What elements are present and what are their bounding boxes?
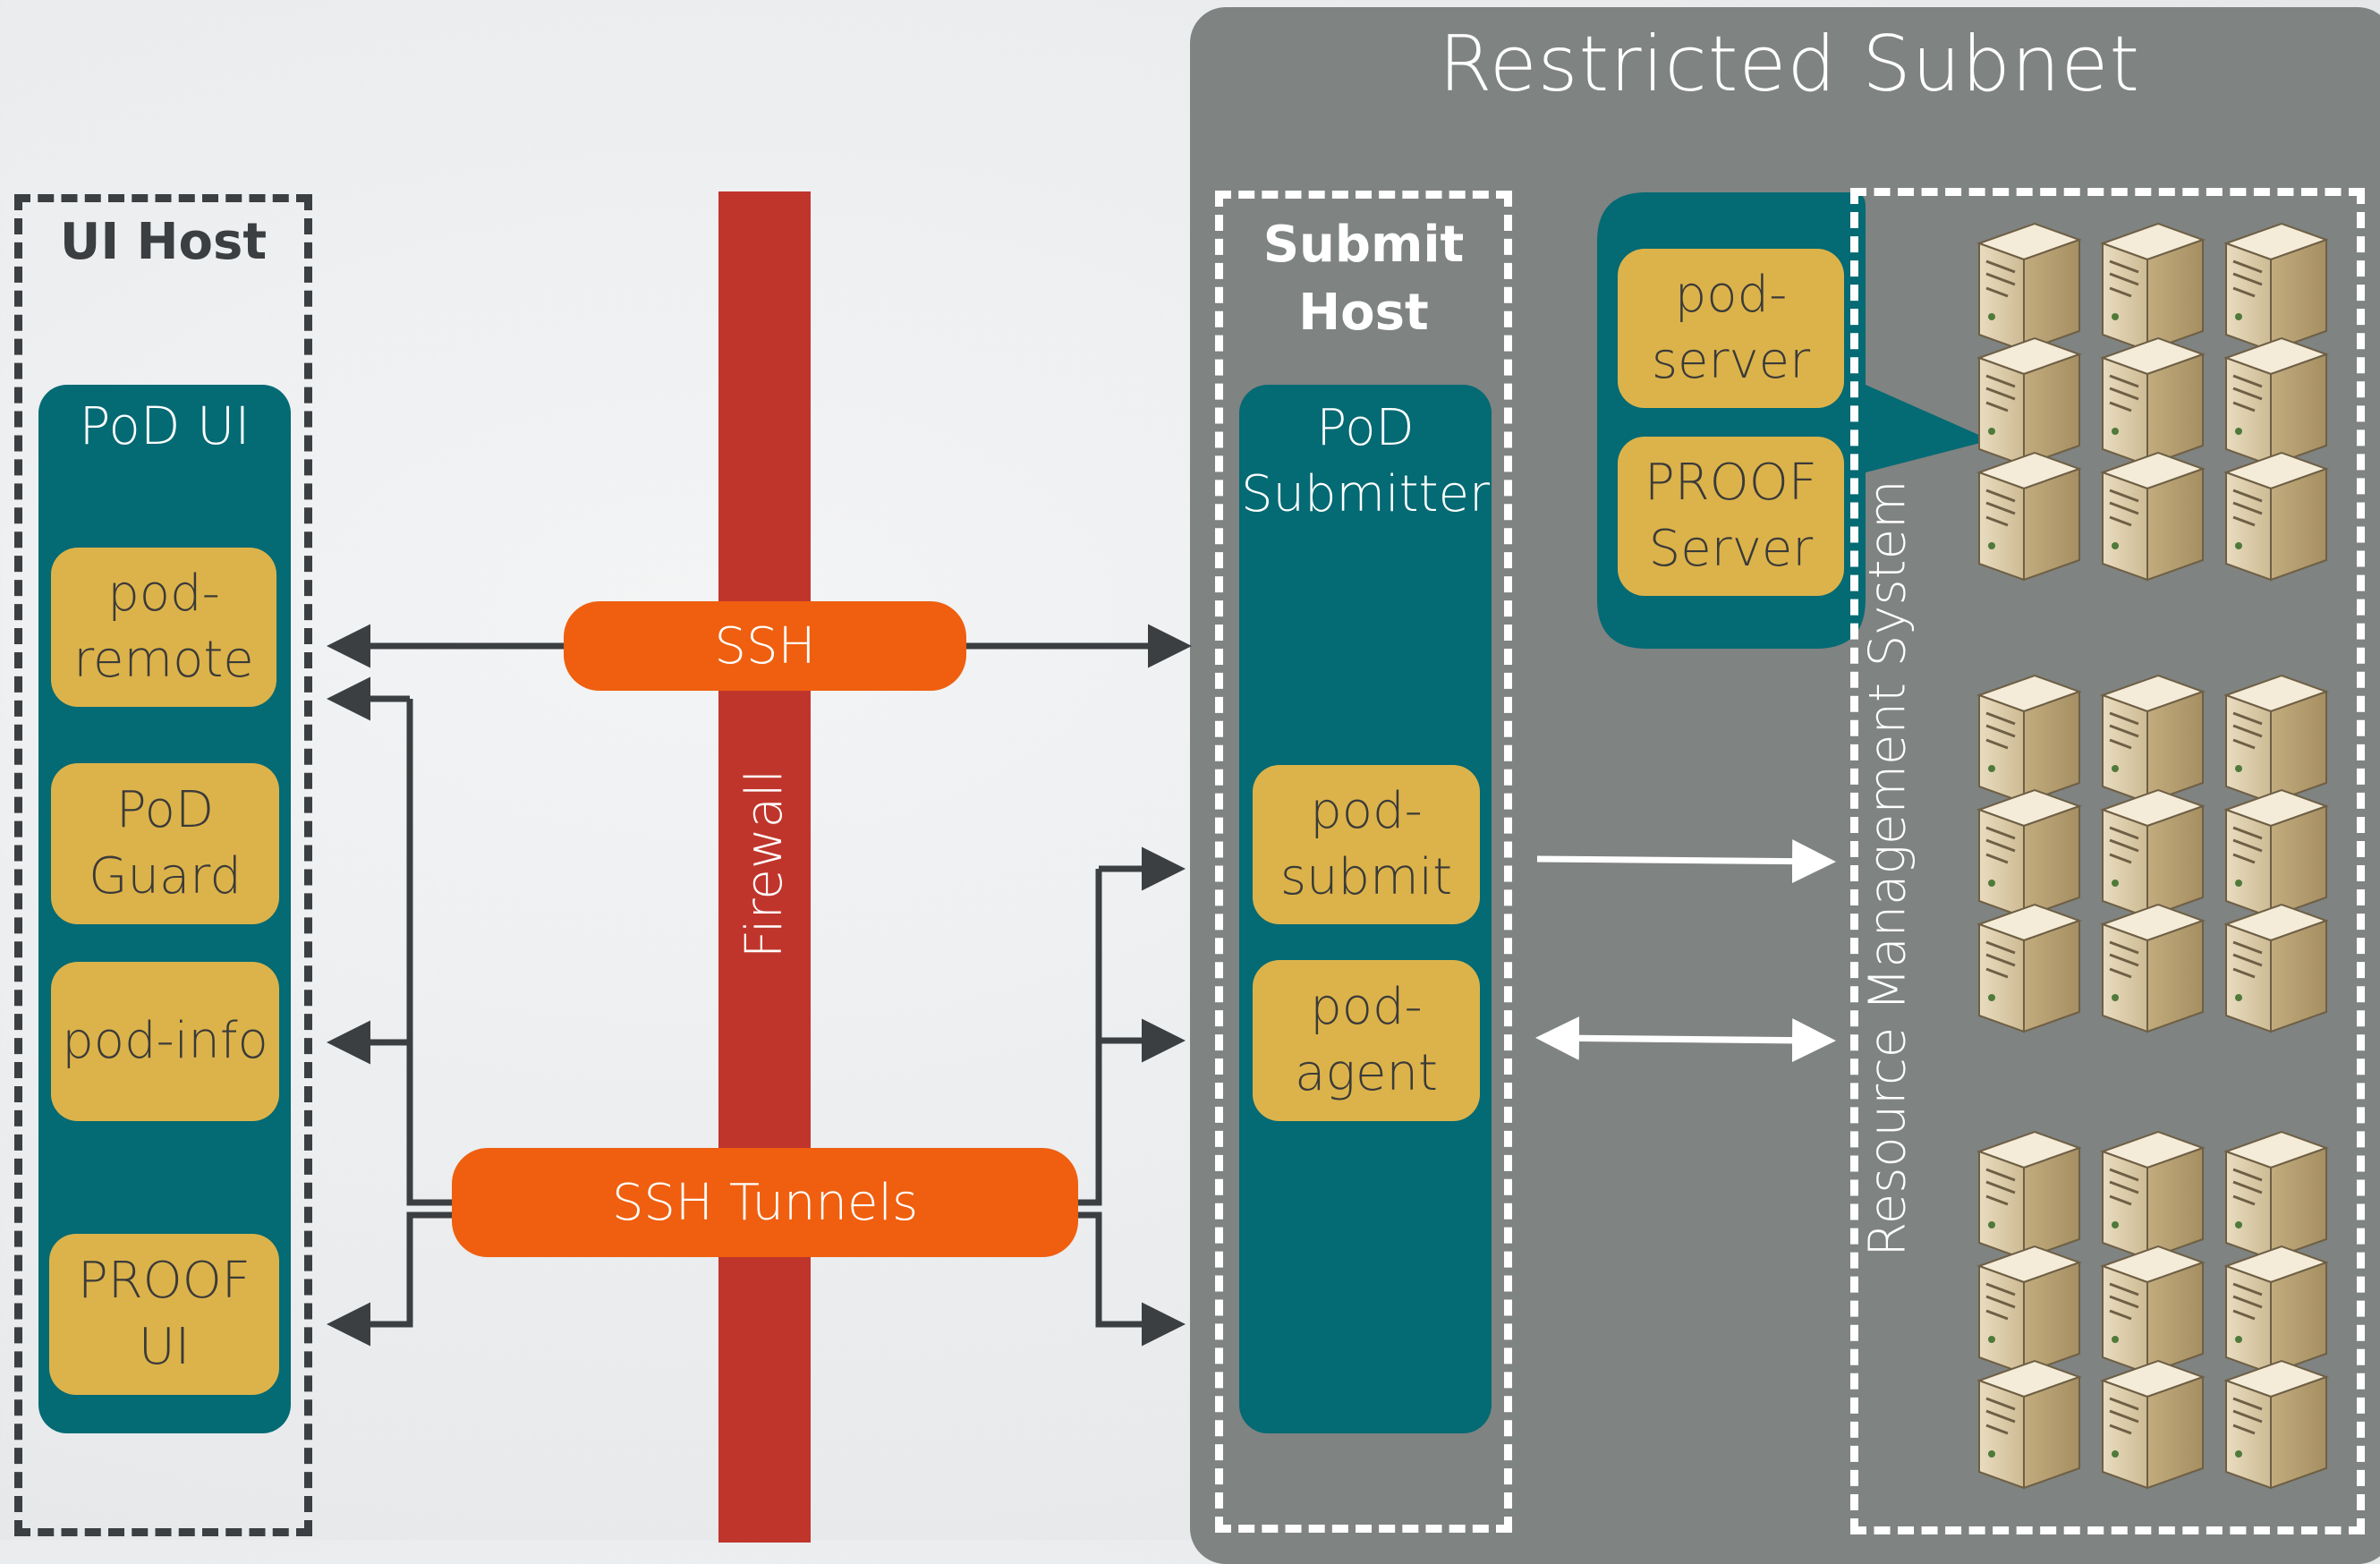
server-tower-icon [2101, 222, 2205, 353]
server-tower-icon [1977, 903, 2081, 1033]
firewall-bar [718, 191, 811, 1543]
ssh-tunnels-pill: SSH Tunnels [452, 1148, 1078, 1257]
server-grid [1977, 222, 2328, 1490]
tunnel-right-trunk [1074, 869, 1102, 1206]
server-tower-icon [1977, 1359, 2081, 1490]
rms-box [1850, 188, 2365, 1534]
server-tower-icon [1977, 1130, 2081, 1261]
pod-ui-title: PoD UI [79, 395, 251, 456]
server-tower-icon [2224, 1245, 2328, 1375]
pod-submitter-title: PoD Submitter [1240, 399, 1491, 523]
server-tower-icon [2101, 1130, 2205, 1261]
submit-host-title: Submit Host [1262, 216, 1465, 342]
submit-to-rms-arrow [1536, 839, 1836, 884]
server-tower-icon [2101, 903, 2205, 1033]
server-tower-icon [2101, 336, 2205, 467]
pod-submit-box: pod- submit [1253, 765, 1480, 924]
submit-host-box [1215, 191, 1512, 1533]
server-tower-icon [2224, 336, 2328, 467]
tunnel-left-trunk [406, 699, 455, 1206]
server-tower-icon [2101, 674, 2205, 804]
server-tower-icon [1977, 451, 2081, 582]
server-tower-icon [2224, 674, 2328, 804]
agent-rms-arrow-left [1535, 1016, 1799, 1060]
server-tower-icon [1977, 222, 2081, 353]
tunnel-to-submit-host [1074, 1211, 1186, 1347]
server-tower-icon [2224, 1130, 2328, 1261]
proof-ui-box: PROOF UI [49, 1234, 279, 1395]
tunnel-to-proof-ui [327, 1211, 455, 1347]
server-tower-icon [2224, 222, 2328, 353]
pod-agent-box: pod- agent [1253, 960, 1480, 1121]
server-tower-icon [2224, 451, 2328, 582]
proof-server-box: PROOF Server [1618, 437, 1844, 596]
server-tower-icon [1977, 336, 2081, 467]
pod-server-box: pod- server [1618, 249, 1844, 408]
server-tower-icon [1977, 674, 2081, 804]
ui-host-box [14, 194, 312, 1536]
pod-guard-box: PoD Guard [51, 763, 279, 924]
pod-remote-box: pod- remote [51, 548, 276, 707]
ssh-pill: SSH [564, 601, 966, 691]
pod-info-box: pod-info [51, 962, 279, 1121]
server-tower-icon [2101, 451, 2205, 582]
server-tower-icon [2101, 1359, 2205, 1490]
server-tower-icon [2224, 1359, 2328, 1490]
server-tower-icon [2224, 788, 2328, 919]
ui-host-title: UI Host [59, 213, 268, 271]
server-tower-icon [2101, 1245, 2205, 1375]
server-tower-icon [1977, 1245, 2081, 1375]
restricted-subnet-title: Restricted Subnet [1438, 20, 2141, 109]
server-tower-icon [1977, 788, 2081, 919]
server-tower-icon [2224, 903, 2328, 1033]
server-tower-icon [2101, 788, 2205, 919]
